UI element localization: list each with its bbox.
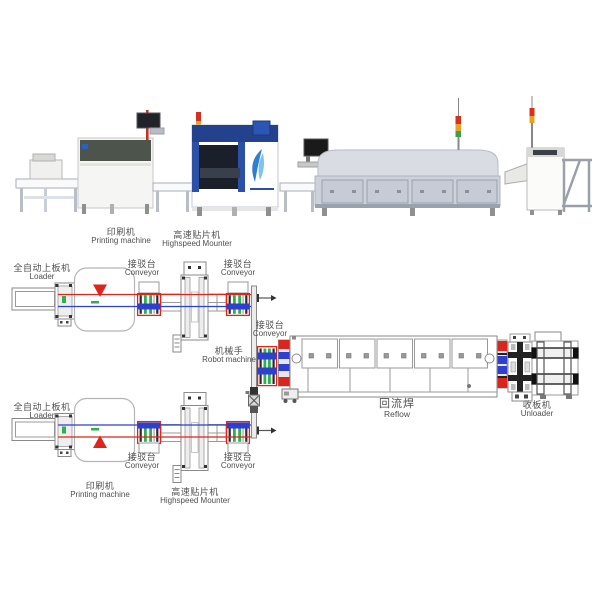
rail-top-2 xyxy=(205,293,227,312)
label-reflow: 回流焊 Reflow xyxy=(379,398,415,420)
transfer-arrow-bottom xyxy=(257,426,277,435)
photo-production-line xyxy=(15,96,592,216)
reflow-lower-dividers xyxy=(307,368,469,392)
conveyor-mid-block xyxy=(256,345,278,387)
label-conveyor-bottom-b: 接驳台 Conveyor xyxy=(220,452,256,471)
photo-reflow-oven xyxy=(314,98,501,216)
label-robot: 机械手 Robot machine xyxy=(202,346,256,365)
reflow-service-cart xyxy=(281,388,299,403)
reflow-block xyxy=(281,335,498,403)
printer-top-block xyxy=(73,267,136,332)
rail-bottom-2 xyxy=(205,424,227,442)
photo-conveyor-1 xyxy=(152,182,194,212)
label-photo-mounter: 高速贴片机 Highspeed Mounter xyxy=(162,230,232,249)
label-unloader: 收板机 Unloader xyxy=(520,400,554,419)
reflow-heater-cells xyxy=(308,353,482,359)
robot-transfer xyxy=(245,285,277,439)
label-conveyor-top-b: 接驳台 Conveyor xyxy=(220,259,256,278)
label-photo-printer: 印刷机 Printing machine xyxy=(91,227,151,246)
stencil-marker-bottom xyxy=(93,435,107,448)
stencil-marker-top xyxy=(93,284,107,297)
robot-carriage xyxy=(245,387,260,413)
photo-unloader xyxy=(504,96,592,215)
label-mounter-bottom: 高速贴片机 Highspeed Mounter xyxy=(160,487,230,506)
reflow-outlet-strip xyxy=(497,339,508,389)
unloader-block xyxy=(531,331,579,399)
reflow-inlet-strip xyxy=(278,339,290,387)
mounter-logo-swoosh xyxy=(250,149,274,190)
transfer-arrow-top xyxy=(257,294,277,302)
rail-bottom-1 xyxy=(160,424,182,442)
unloader-rack xyxy=(562,158,592,212)
photo-loader-table xyxy=(15,153,83,212)
label-loader-bottom: 全自动上板机 Loader xyxy=(13,402,71,421)
label-conveyor-bottom-a: 接驳台 Conveyor xyxy=(124,452,160,471)
exit-conveyor-block xyxy=(507,333,533,402)
robot-rail xyxy=(251,285,257,439)
lane-top xyxy=(11,261,252,353)
label-printer-bottom: 印刷机 Printing machine xyxy=(70,481,130,500)
rail-top-1 xyxy=(160,293,182,312)
lane-bottom xyxy=(11,392,252,483)
label-loader-top: 全自动上板机 Loader xyxy=(13,263,71,282)
label-conveyor-mid: 接驳台 Conveyor xyxy=(252,320,288,339)
photo-conveyor-2 xyxy=(279,138,331,212)
photo-highspeed-mounter xyxy=(191,112,279,216)
reflow-signal-tower xyxy=(455,98,461,150)
photo-printing-machine xyxy=(77,110,165,214)
label-conveyor-top-a: 接驳台 Conveyor xyxy=(124,259,160,278)
loader-top-block xyxy=(11,282,76,327)
schematic xyxy=(11,261,579,483)
reflow-row xyxy=(256,331,579,403)
printer-bottom-block xyxy=(73,397,136,463)
